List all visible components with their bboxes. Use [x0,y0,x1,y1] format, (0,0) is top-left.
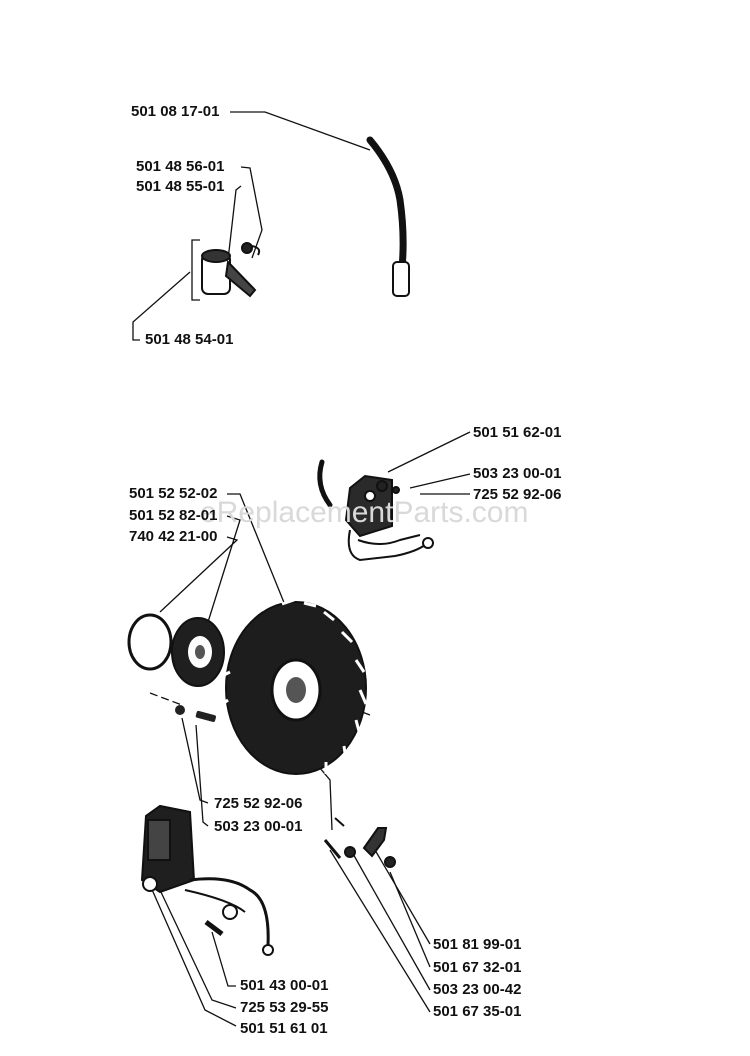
ignition-module-bottom [140,804,274,956]
screws-left [175,705,216,723]
label-501516101: 501 51 61 01 [240,1020,328,1037]
label-501485401: 501 48 54-01 [145,331,234,348]
leader-501081701 [230,111,371,151]
leader-503230042 [351,851,431,991]
leader-725529206b [181,717,209,804]
label-501525202: 501 52 52-02 [129,485,218,502]
small-parts-right [323,817,396,868]
leader-503230001a [409,473,471,489]
bracket-501485401 [191,239,200,301]
leader-501819901 [374,849,431,945]
label-503230042: 503 23 00-42 [433,981,522,998]
center-line-a [149,692,183,706]
o-ring [127,613,173,671]
label-725529206-top: 725 52 92-06 [473,486,562,503]
label-503230001-mid: 503 23 00-01 [214,818,303,835]
leader-740422100 [159,536,239,613]
leader-501485601 [240,166,263,259]
label-740422100: 740 42 21-00 [129,528,218,545]
label-501430001: 501 43 00-01 [240,977,329,994]
leader-501485501 [227,185,242,261]
switch-assembly [201,242,261,298]
flywheel [219,598,368,775]
label-725529206-mid: 725 52 92-06 [214,795,303,812]
leader-lines [132,111,471,1027]
leader-501673501 [329,849,431,1013]
leader-501516201 [387,431,471,473]
ignition-wire [366,136,410,297]
label-725532955: 725 53 29-55 [240,999,329,1016]
leader-501528201 [207,515,241,623]
leader-725532955 [159,889,237,1009]
leader-501516101 [149,884,237,1027]
label-501485501: 501 48 55-01 [136,178,225,195]
watermark-text: eReplacementParts.com [200,496,529,529]
leader-501430001 [211,931,236,987]
label-501485601: 501 48 56-01 [136,158,225,175]
label-501673201: 501 67 32-01 [433,959,522,976]
label-501081701: 501 08 17-01 [131,103,220,120]
label-503230001-top: 503 23 00-01 [473,465,562,482]
label-501516201: 501 51 62-01 [473,424,562,441]
label-501819901: 501 81 99-01 [433,936,522,953]
leader-501485401 [132,271,191,341]
flywheel-cover [171,617,225,687]
leader-501525202 [227,493,286,606]
ignition-module-top [317,459,434,562]
leader-501673201 [389,871,431,968]
leader-503230001b [195,724,209,827]
label-501673501: 501 67 35-01 [433,1003,522,1020]
label-501528201: 501 52 82-01 [129,507,218,524]
